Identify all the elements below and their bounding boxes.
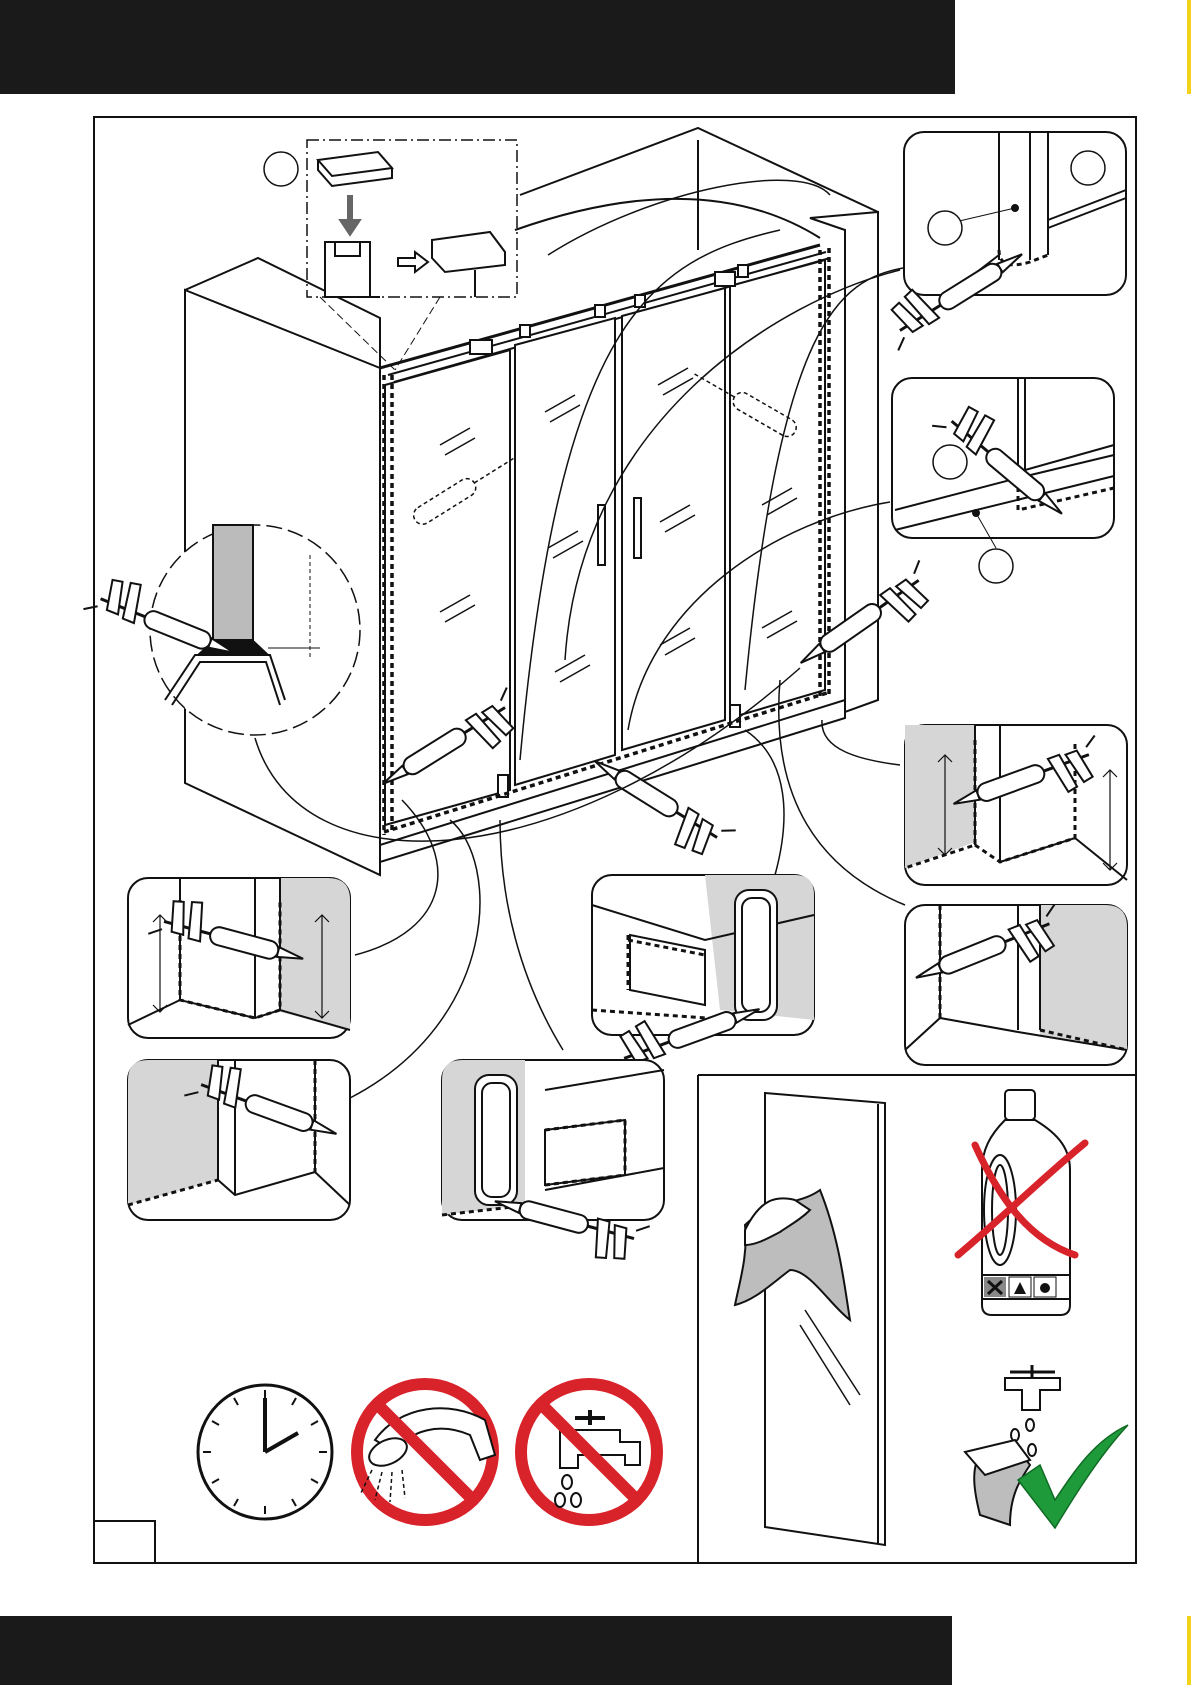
detail-right-inner-corner: [905, 725, 1127, 885]
no-tap-water: [521, 1384, 657, 1520]
no-chemical-cleaner: [982, 1090, 1070, 1315]
no-shower: [357, 1384, 495, 1520]
page-number-box: [94, 1520, 156, 1562]
clock-icon: [198, 1385, 332, 1519]
detail-cap-fitting: [307, 140, 517, 370]
no-shower-icon: [357, 1384, 495, 1520]
no-tap-icon: [521, 1384, 657, 1520]
detail-door-bumper-right: [592, 875, 814, 1035]
clock-wait: [198, 1385, 332, 1519]
detail-left-inner-corner: [128, 878, 350, 1038]
glass-wipe: [735, 1093, 885, 1545]
detail-door-bumper-left: [442, 1060, 664, 1220]
green-check-icon: [1018, 1425, 1128, 1528]
